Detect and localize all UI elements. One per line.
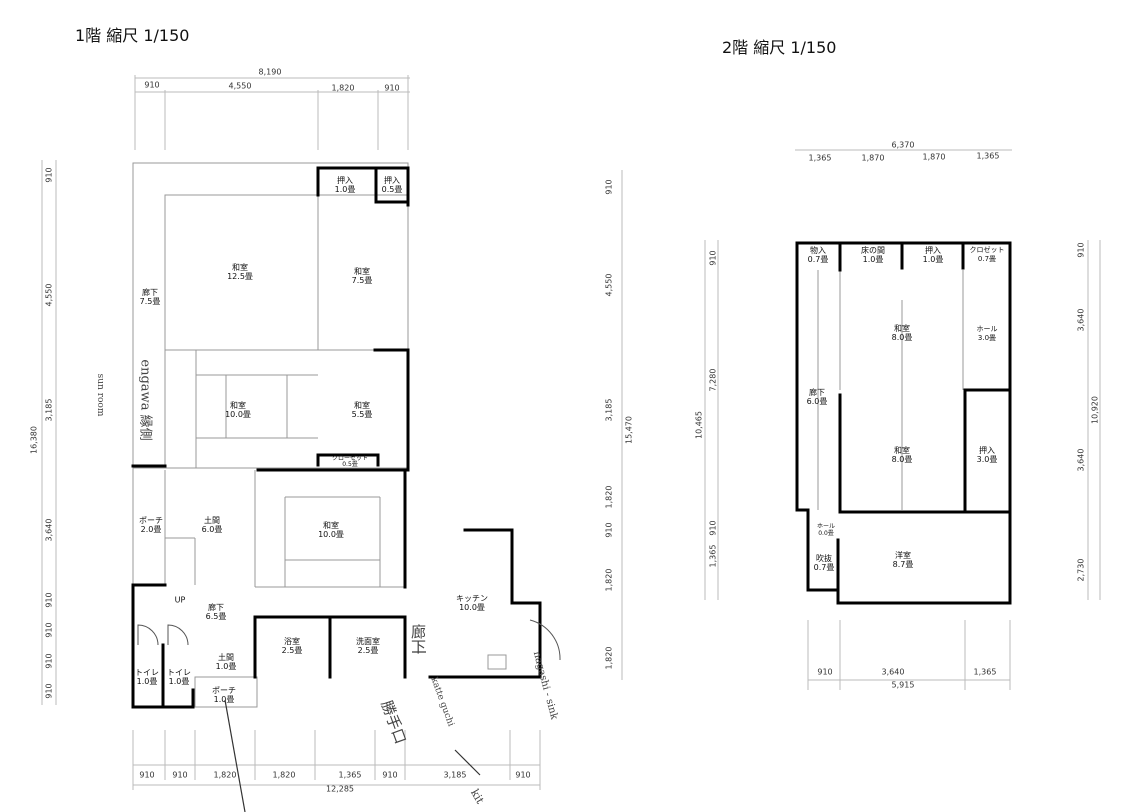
dimension: 1,365 [973, 667, 997, 677]
dimension: 3,640 [881, 667, 905, 677]
dimension: 4,550 [228, 81, 252, 91]
dimension: 2,730 [1076, 558, 1086, 582]
dimension: 910 [139, 770, 155, 780]
floor1-title: 1階 縮尺 1/150 [75, 26, 190, 45]
stairs-up-label: UP [174, 595, 186, 605]
dimension: 12,285 [326, 784, 354, 794]
dimension: 4,550 [44, 283, 54, 307]
dimension: 910 [384, 83, 400, 93]
dimension: 910 [1076, 242, 1086, 258]
dimension: 910 [515, 770, 531, 780]
dimension: 910 [44, 622, 54, 638]
dimension: 910 [44, 167, 54, 183]
handwritten-arrows [224, 651, 481, 812]
dimension: 1,820 [272, 770, 296, 780]
dimension-lines [41, 75, 1101, 790]
dimension: 3,640 [1076, 308, 1086, 332]
dimension: 3,640 [1076, 448, 1086, 472]
dimension: 5,915 [891, 680, 915, 690]
dimension: 1,365 [808, 153, 832, 163]
dimension: 910 [708, 520, 718, 536]
dimension: 8,190 [258, 67, 282, 77]
dimension: 1,820 [604, 646, 614, 670]
dimension: 1,365 [338, 770, 362, 780]
floor2-title: 2階 縮尺 1/150 [722, 38, 837, 57]
dimension: 1,870 [922, 152, 946, 162]
dimension: 1,820 [604, 485, 614, 509]
dimension: 4,550 [604, 273, 614, 297]
dimension: 910 [604, 522, 614, 538]
dimension: 1,365 [976, 151, 1000, 161]
interior-thin-walls [132, 162, 964, 708]
toilet-doors [137, 619, 561, 661]
handwritten-rouka: 廊下 [409, 624, 427, 654]
handwritten-engawa: engawa 縁側 [137, 359, 153, 441]
dimension: 1,820 [331, 83, 355, 93]
dimension: 910 [44, 592, 54, 608]
dimension: 910 [172, 770, 188, 780]
dimension: 16,380 [29, 426, 39, 454]
dimension: 1,820 [213, 770, 237, 780]
dimension: 910 [604, 179, 614, 195]
dimension: 910 [382, 770, 398, 780]
dimension: 10,465 [694, 411, 704, 439]
dimension: 1,365 [708, 544, 718, 568]
dimension: 1,870 [861, 153, 885, 163]
exterior-walls [131, 166, 1012, 709]
dimension: 3,185 [604, 398, 614, 422]
dimension: 910 [817, 667, 833, 677]
dimension: 3,185 [44, 398, 54, 422]
dimension: 7,280 [708, 368, 718, 392]
dimension: 3,185 [443, 770, 467, 780]
dimension: 1,820 [604, 568, 614, 592]
dimension: 6,370 [891, 140, 915, 150]
dimension: 910 [44, 653, 54, 669]
dimension: 910 [144, 80, 160, 90]
dimension: 910 [708, 250, 718, 266]
dimension: 910 [44, 683, 54, 699]
dimension: 3,640 [44, 518, 54, 542]
handwritten-sunroom: sun room [95, 373, 105, 417]
dimension: 10,920 [1090, 396, 1100, 424]
dimension: 15,470 [624, 416, 634, 444]
